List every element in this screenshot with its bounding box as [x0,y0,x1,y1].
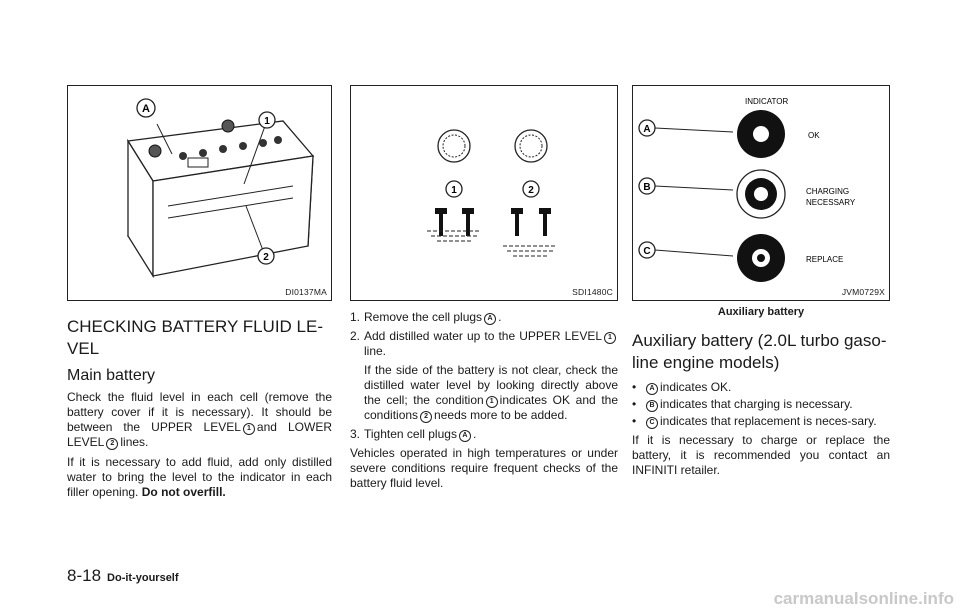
paragraph: If it is necessary to add fluid, add onl… [67,455,332,499]
paragraph: Check the fluid level in each cell (remo… [67,390,332,450]
circled-c-icon: C [646,417,658,429]
svg-text:A: A [643,124,650,135]
figure-code: SDI1480C [572,287,613,297]
indicator-label: INDICATOR [745,97,788,106]
section-heading: Auxiliary battery (2.0L turbo gaso- line… [632,331,887,372]
battery-illustration: A 1 2 [126,98,315,279]
circled-2-icon: 2 [420,411,433,423]
battery-figure: A 1 2 DI0137MA [67,85,332,301]
circled-1-icon: 1 [604,332,616,344]
page-number: 8-18 [67,566,102,585]
step-2: 2. Add distilled water up to the UPPER L… [350,329,618,359]
figure-code: JVM0729X [841,287,885,297]
subheading: Main battery [67,367,156,384]
callout-1: 1 [264,116,270,127]
figure-caption: Auxiliary battery [717,306,805,318]
svg-text:1: 1 [451,185,457,196]
column-aux-battery: Auxiliary battery (2.0L turbo gaso- line… [632,330,890,483]
cell-level-figure: 1 2 SDI1480C [350,85,618,301]
svg-text:C: C [643,246,650,257]
callout-2: 2 [263,252,269,263]
circled-1-icon: 1 [242,423,255,435]
paragraph: If it is necessary to charge or replace … [632,433,890,477]
step-2-note: If the side of the battery is not clear,… [364,363,618,423]
circled-a-icon: A [484,313,497,325]
svg-text:OK: OK [808,131,820,140]
column-main-battery: CHECKING BATTERY FLUID LE- VEL Main batt… [67,316,332,505]
section-heading: CHECKING BATTERY FLUID LE- VEL [67,317,323,358]
callout-a: A [142,103,150,115]
svg-text:NECESSARY: NECESSARY [806,198,856,207]
watermark: carmanualsonline.info [773,589,954,608]
page-footer: 8-18 Do-it-yourself [67,566,179,586]
aux-indicator-figure: INDICATOR A OK B CHARGING NECESSARY C RE… [632,85,890,301]
circled-2-icon: 2 [106,438,119,450]
paragraph: Vehicles operated in high temperatures o… [350,446,618,490]
figure-code: DI0137MA [285,287,327,297]
circled-a-icon: A [458,430,471,442]
cell-level-illustration: 1 2 [427,129,557,257]
svg-text:CHARGING: CHARGING [806,187,849,196]
section-name: Do-it-yourself [107,572,179,584]
aux-indicator-illustration: INDICATOR A OK B CHARGING NECESSARY C RE… [638,97,856,282]
svg-text:B: B [643,182,650,193]
circled-1-icon: 1 [485,396,498,408]
circled-a-icon: A [646,383,658,395]
circled-b-icon: B [646,400,658,412]
svg-text:2: 2 [528,185,534,196]
svg-text:REPLACE: REPLACE [806,255,843,264]
